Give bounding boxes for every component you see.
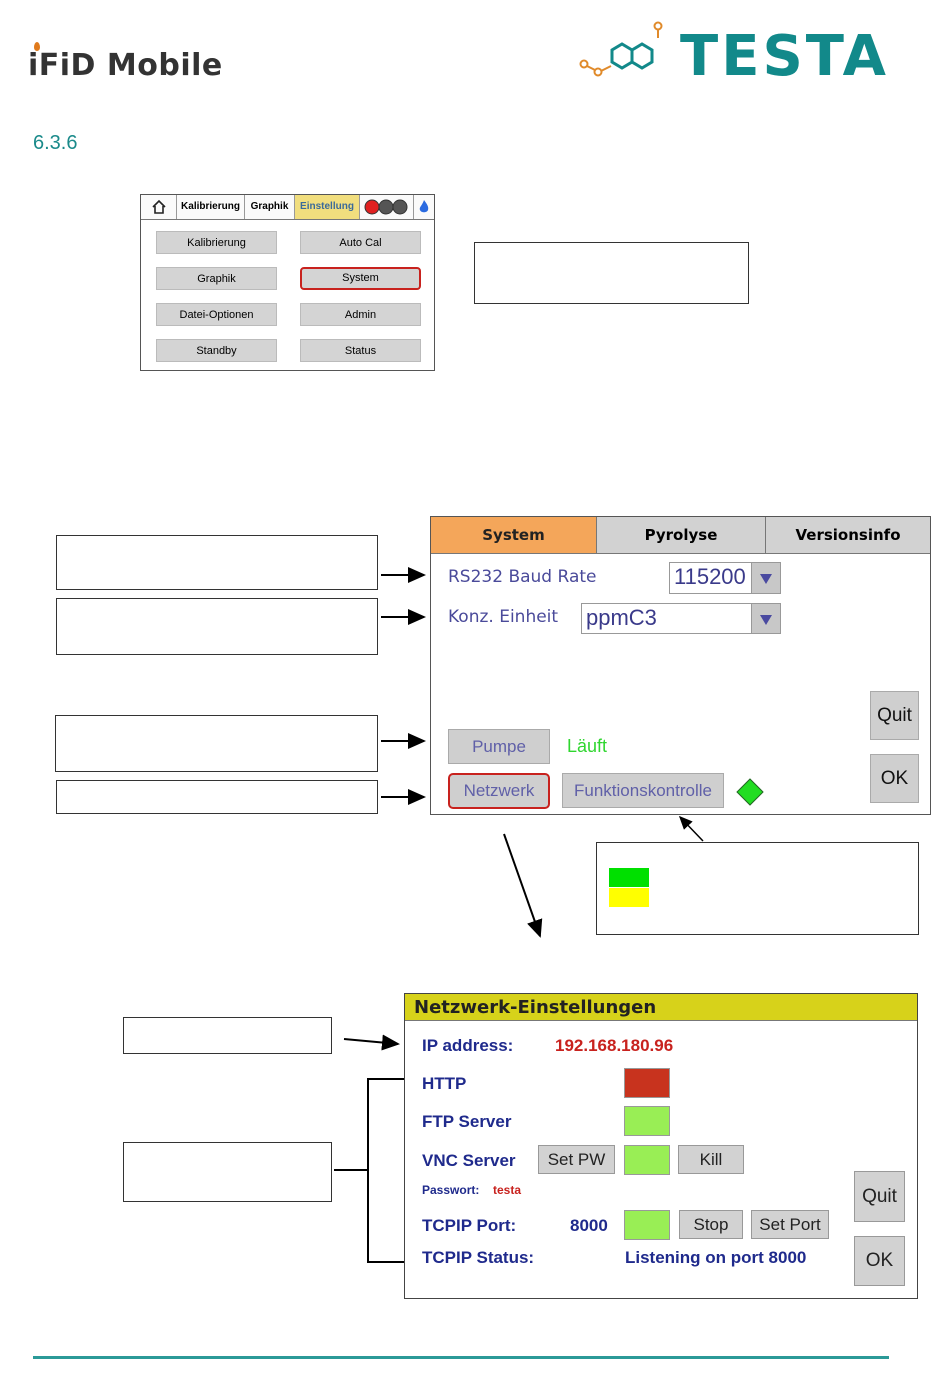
traffic-light-icon: [364, 199, 407, 215]
set-port-button[interactable]: Set Port: [751, 1210, 829, 1239]
quit-button[interactable]: Quit: [870, 691, 919, 740]
settings-menu-screenshot: Kalibrierung Graphik Einstellung Kalibri…: [140, 194, 435, 371]
home-tab[interactable]: [141, 195, 177, 219]
stop-button[interactable]: Stop: [679, 1210, 743, 1239]
http-label: HTTP: [422, 1074, 467, 1093]
tab-system[interactable]: System: [431, 517, 597, 554]
vnc-status-indicator[interactable]: [624, 1145, 670, 1175]
pump-status-text: Läuft: [567, 736, 608, 756]
home-icon: [151, 199, 166, 214]
ifid-mobile-logo: iFiD Mobile: [28, 42, 223, 83]
tab-pyrolyse[interactable]: Pyrolyse: [597, 517, 766, 554]
tcpip-status-indicator[interactable]: [624, 1210, 670, 1240]
baud-rate-value: 115200: [674, 564, 746, 589]
baud-rate-select[interactable]: 115200: [669, 562, 781, 594]
ip-address-label: IP address:: [422, 1036, 514, 1055]
flame-status: [414, 195, 434, 219]
legend-green-swatch: [609, 868, 649, 887]
footer-divider: [33, 1356, 889, 1359]
datei-optionen-button[interactable]: Datei-Optionen: [156, 303, 277, 326]
graphik-button[interactable]: Graphik: [156, 267, 277, 290]
section-number: 6.3.6: [33, 132, 78, 154]
indicator-legend-box: [596, 842, 919, 935]
testa-molecule-logo: [579, 21, 663, 77]
system-button[interactable]: System: [300, 267, 421, 290]
standby-button[interactable]: Standby: [156, 339, 277, 362]
funktionskontrolle-button[interactable]: Funktionskontrolle: [562, 773, 724, 808]
chevron-down-icon: [751, 563, 780, 593]
ip-address-value: 192.168.180.96: [555, 1036, 674, 1055]
callout-box: [55, 715, 378, 772]
konz-einheit-label: Konz. Einheit: [448, 607, 559, 627]
system-settings-panel: System Pyrolyse Versionsinfo RS232 Baud …: [430, 516, 931, 815]
netzwerk-button[interactable]: Netzwerk: [448, 773, 550, 809]
tab-versionsinfo[interactable]: Versionsinfo: [766, 517, 930, 554]
tab-einstellung[interactable]: Einstellung: [295, 195, 360, 219]
password-label: Passwort:: [422, 1183, 480, 1197]
menu-tab-bar: Kalibrierung Graphik Einstellung: [141, 195, 434, 220]
chevron-down-icon: [751, 604, 780, 633]
auto-cal-button[interactable]: Auto Cal: [300, 231, 421, 254]
kalibrierung-button[interactable]: Kalibrierung: [156, 231, 277, 254]
callout-box: [56, 598, 378, 655]
tcpip-status-label: TCPIP Status:: [422, 1248, 535, 1267]
baud-rate-label: RS232 Baud Rate: [448, 567, 597, 587]
ftp-server-label: FTP Server: [422, 1112, 512, 1131]
tcpip-status-value: Listening on port 8000: [625, 1248, 807, 1267]
callout-box: [123, 1142, 332, 1202]
callout-box: [56, 535, 378, 590]
vnc-server-label: VNC Server: [422, 1151, 516, 1170]
kill-button[interactable]: Kill: [678, 1145, 744, 1174]
konz-einheit-select[interactable]: ppmC3: [581, 603, 781, 634]
konz-einheit-value: ppmC3: [586, 605, 657, 630]
set-pw-button[interactable]: Set PW: [538, 1145, 615, 1174]
callout-box: [123, 1017, 332, 1054]
status-lights: [360, 195, 414, 219]
ftp-status-indicator[interactable]: [624, 1106, 670, 1136]
password-value: testa: [493, 1183, 522, 1197]
network-panel-title: Netzwerk-Einstellungen: [405, 994, 917, 1021]
legend-yellow-swatch: [609, 888, 649, 907]
pumpe-button[interactable]: Pumpe: [448, 729, 550, 764]
tcpip-port-value: 8000: [570, 1216, 608, 1235]
tab-graphik[interactable]: Graphik: [245, 195, 295, 219]
logo-left-text: iFiD Mobile: [28, 48, 223, 83]
ok-button[interactable]: OK: [870, 754, 919, 803]
network-settings-panel: Netzwerk-Einstellungen IP address: 192.1…: [404, 993, 918, 1299]
tab-kalibrierung[interactable]: Kalibrierung: [177, 195, 245, 219]
testa-logo-text: TESTA: [680, 24, 889, 89]
admin-button[interactable]: Admin: [300, 303, 421, 326]
flame-icon: [419, 200, 429, 213]
http-status-indicator[interactable]: [624, 1068, 670, 1098]
flame-icon: [34, 42, 40, 51]
callout-box: [56, 780, 378, 814]
network-quit-button[interactable]: Quit: [854, 1171, 905, 1222]
callout-box: [474, 242, 749, 304]
status-button[interactable]: Status: [300, 339, 421, 362]
tcpip-port-label: TCPIP Port:: [422, 1216, 517, 1235]
function-check-indicator-icon: [736, 778, 764, 806]
network-ok-button[interactable]: OK: [854, 1236, 905, 1286]
